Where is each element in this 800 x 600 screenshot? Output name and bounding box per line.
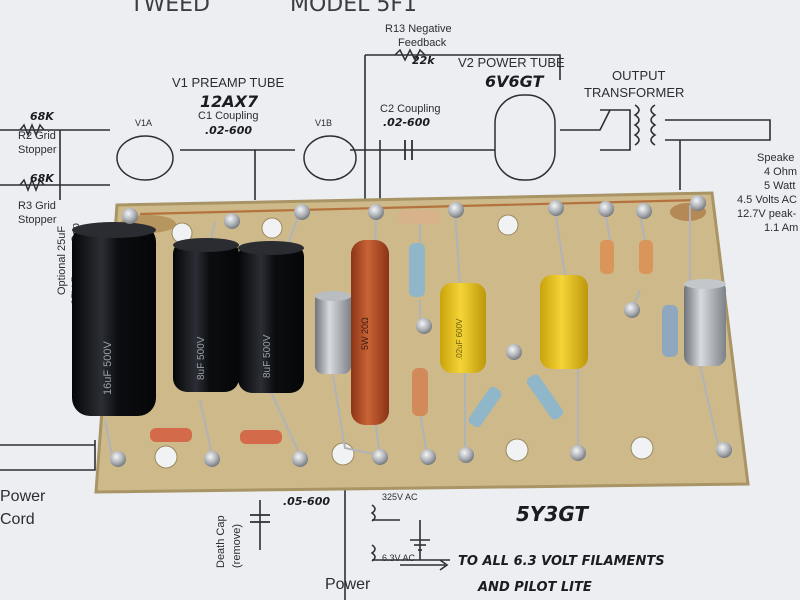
filter-cap-2-marking: 8uF 500V <box>196 336 207 380</box>
speaker-line-5: 12.7V peak- <box>737 208 797 220</box>
power-bottom-label: Power <box>325 576 371 593</box>
component-leads <box>104 205 719 456</box>
filter-cap-1 <box>72 222 156 416</box>
r2-label-2: Stopper <box>18 144 57 156</box>
board-holes <box>154 214 654 469</box>
rectifier-label: 5Y3GT <box>516 502 589 526</box>
r13-label-2: Feedback <box>398 37 447 49</box>
schematic-lines <box>0 54 771 600</box>
v1-type: 12AX7 <box>200 92 259 111</box>
ground-symbol <box>410 539 430 551</box>
output-label-2: TRANSFORMER <box>584 85 685 100</box>
filament-note-2: AND PILOT LITE <box>478 580 592 595</box>
output-metal-cap <box>684 279 726 366</box>
speaker-line-3: 5 Watt <box>764 180 796 192</box>
death-cap-value: .05-600 <box>283 495 331 508</box>
v1a-tube-symbol <box>116 135 174 181</box>
v2-label: V2 POWER TUBE <box>458 55 565 70</box>
cathode-bypass-cap <box>315 291 351 374</box>
filament-note: TO ALL 6.3 VOLT FILAMENTS <box>458 554 665 569</box>
output-label: OUTPUT <box>612 68 666 83</box>
header-left-text: TWEED <box>130 0 210 17</box>
power-resistor-marking: 5W 20Ω <box>360 317 370 350</box>
transformer-symbol <box>370 104 657 562</box>
death-cap-symbol <box>250 514 270 523</box>
header-center-text: MODEL 5F1 <box>290 0 418 17</box>
r3-label-2: Stopper <box>18 214 57 226</box>
v2-type: 6V6GT <box>485 72 544 91</box>
r13-resistor-symbol <box>394 48 426 62</box>
v1-label: V1 PREAMP TUBE <box>172 75 285 90</box>
coupling-cap-1 <box>440 283 486 373</box>
c2-value: .02-600 <box>383 116 431 129</box>
speaker-line-6: 1.1 Am <box>764 222 799 234</box>
r13-value: 22k <box>412 54 435 67</box>
power-cord-label: Power <box>0 488 46 505</box>
r3-value: 68K <box>30 172 54 185</box>
v1a-label: V1A <box>135 118 153 128</box>
power-resistor <box>351 240 389 425</box>
filament-ac-label: 6.3V AC <box>382 553 416 563</box>
r3-label: R3 Grid <box>18 200 56 212</box>
yellow-cap-marking: .02uF 600V <box>455 318 464 360</box>
r2-label: R2 Grid <box>18 130 56 142</box>
filter-cap-3-marking: 8uF 500V <box>262 334 273 378</box>
r2-value: 68K <box>30 110 54 123</box>
speaker-line-1: Speake <box>757 152 795 164</box>
filter-cap-2 <box>173 238 239 392</box>
c2-label: C2 Coupling <box>380 103 441 115</box>
hv-ac-label: 325V AC <box>382 492 418 502</box>
v2-tube-symbol <box>494 94 556 181</box>
power-cord-label-2: Cord <box>0 511 35 528</box>
v1b-tube-symbol <box>303 135 357 181</box>
filter-cap-3 <box>238 241 304 393</box>
coupling-cap-2 <box>540 275 588 369</box>
c2-cap-symbol <box>404 140 413 160</box>
r3-resistor-symbol <box>19 177 45 193</box>
c1-value: .02-600 <box>205 124 253 137</box>
r13-label: R13 Negative <box>385 23 452 35</box>
speaker-line-4: 4.5 Volts AC <box>737 194 797 206</box>
v1b-label: V1B <box>315 118 333 128</box>
turret-lugs <box>110 195 732 467</box>
filament-arrow <box>400 559 449 571</box>
filter-cap-1-marking: 16uF 500V <box>102 341 114 395</box>
r2-resistor-symbol <box>19 122 45 138</box>
speaker-line-2: 4 Ohm <box>764 166 798 178</box>
c1-label: C1 Coupling <box>198 110 259 122</box>
small-resistors <box>150 210 678 444</box>
